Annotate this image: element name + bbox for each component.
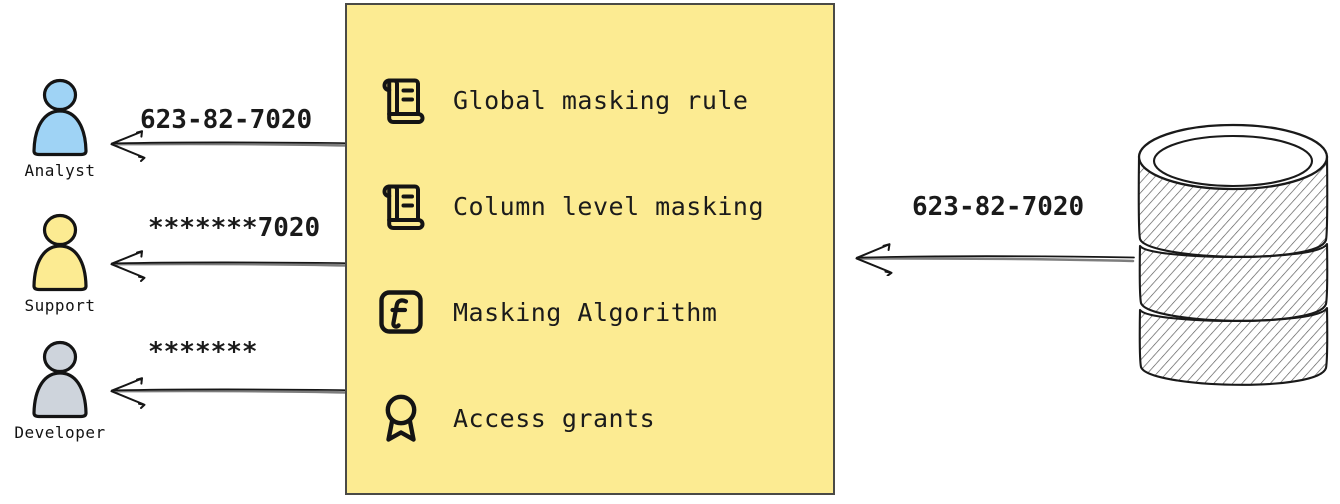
panel-item-label: Access grants xyxy=(453,403,656,433)
actor-label: Developer xyxy=(14,423,106,442)
panel-item-column-level-masking[interactable]: Column level masking xyxy=(375,153,833,259)
panel-item-label: Masking Algorithm xyxy=(453,297,718,327)
panel-item-label: Column level masking xyxy=(453,191,765,221)
flow-label-to-analyst: 623-82-7020 xyxy=(140,105,313,135)
flow-label-to-support: *******7020 xyxy=(148,213,321,243)
person-icon xyxy=(32,340,88,419)
masking-policy-list: Global masking rule Column level masking xyxy=(347,5,833,493)
actor-developer: Developer xyxy=(0,340,120,442)
flow-arrow-to-developer xyxy=(110,377,350,409)
person-icon xyxy=(32,213,88,292)
flow-arrow-db-to-panel xyxy=(855,243,1135,276)
actor-analyst: Analyst xyxy=(0,78,120,180)
actor-support: Support xyxy=(0,213,120,315)
flow-arrow-to-analyst xyxy=(110,130,350,162)
award-ribbon-icon xyxy=(375,392,427,444)
scroll-icon xyxy=(375,74,427,126)
database-cylinder-icon xyxy=(1137,123,1329,386)
actor-label: Support xyxy=(24,296,96,315)
scroll-icon xyxy=(375,180,427,232)
panel-item-masking-algorithm[interactable]: Masking Algorithm xyxy=(375,259,833,365)
actor-label: Analyst xyxy=(24,161,96,180)
panel-item-label: Global masking rule xyxy=(453,85,749,115)
function-box-icon xyxy=(375,286,427,338)
panel-item-access-grants[interactable]: Access grants xyxy=(375,365,833,471)
panel-item-global-masking-rule[interactable]: Global masking rule xyxy=(375,47,833,153)
flow-arrow-to-support xyxy=(110,250,350,282)
masking-policy-panel: Global masking rule Column level masking xyxy=(345,3,835,495)
flow-label-to-developer: ******* xyxy=(148,337,258,367)
flow-label-db-to-panel: 623-82-7020 xyxy=(912,192,1085,222)
person-icon xyxy=(32,78,88,157)
